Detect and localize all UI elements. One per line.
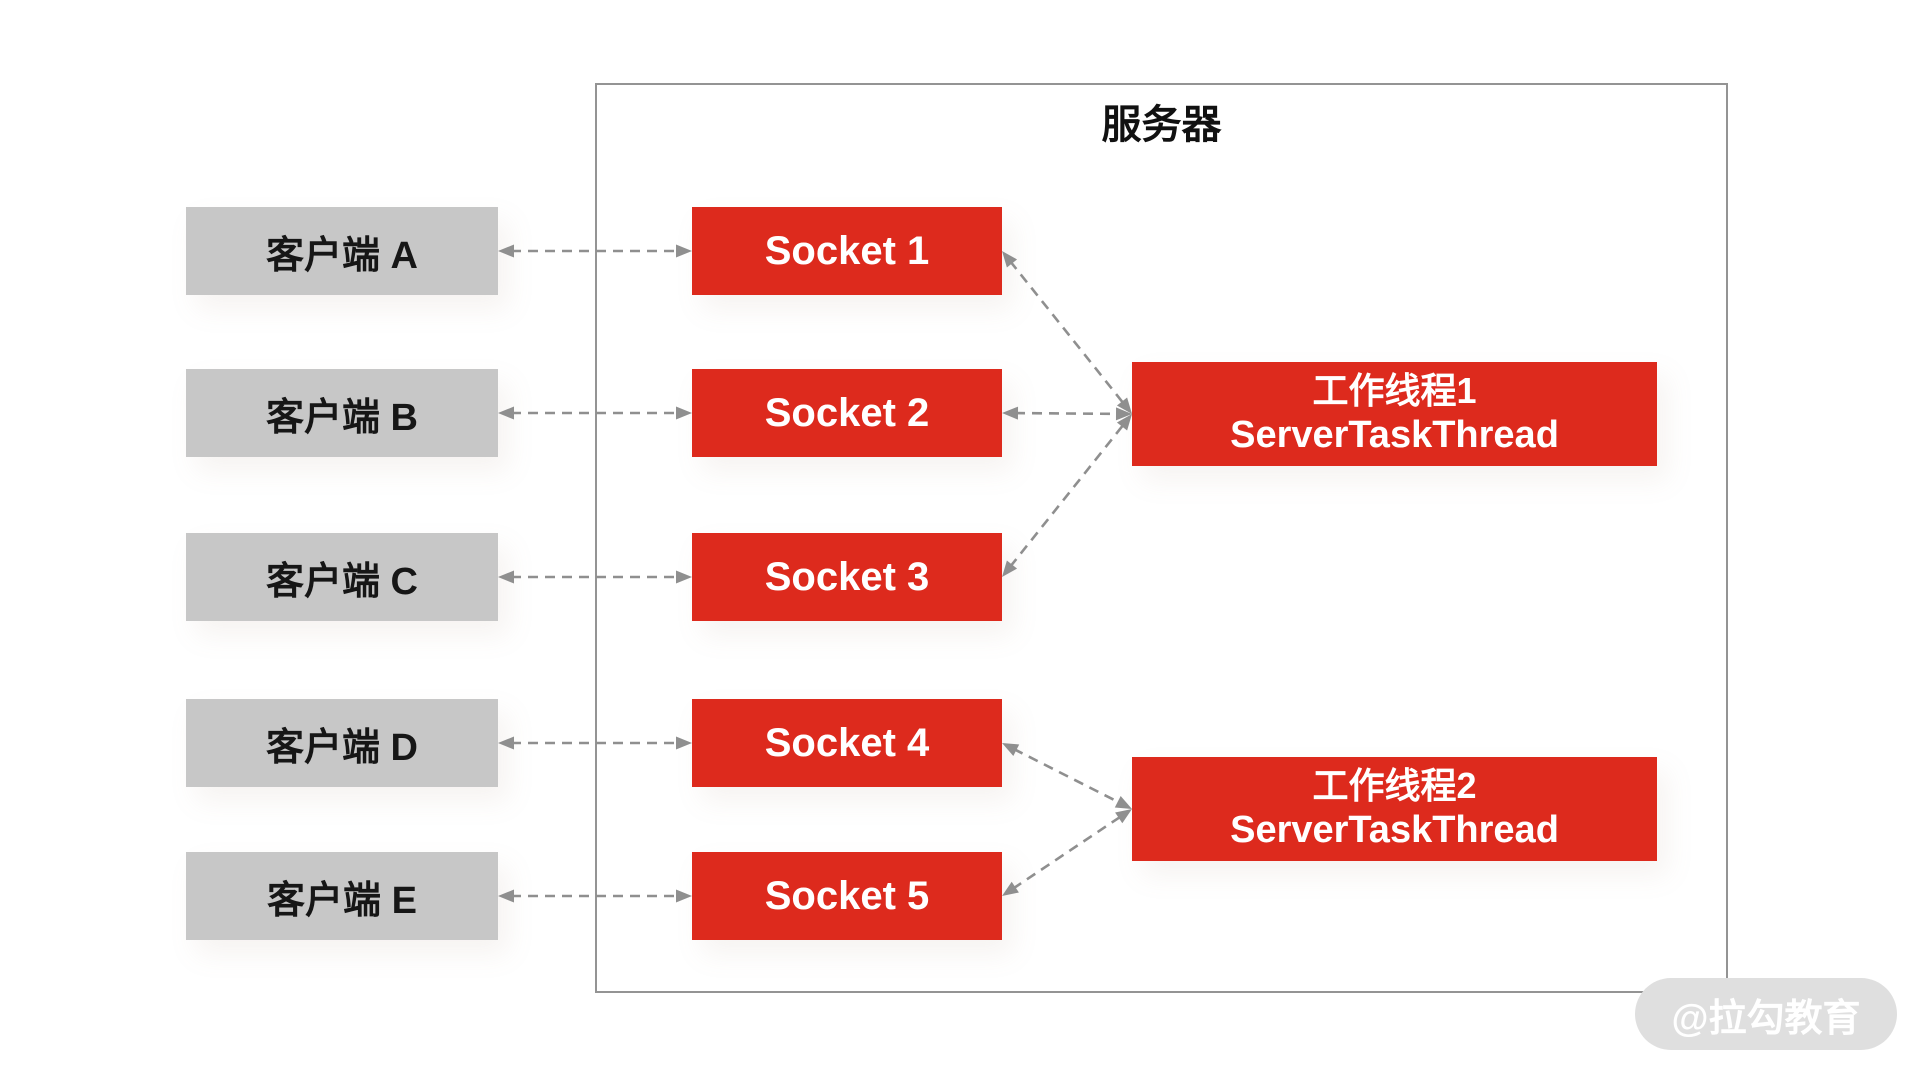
client-b-box: 客户端 B [186, 369, 498, 457]
socket-5-label: Socket 5 [764, 873, 930, 918]
client-d-label: 客户端 D [265, 726, 418, 769]
worker-thread-2-title: 工作线程2 [1312, 765, 1477, 807]
socket-1-box: Socket 1 [692, 207, 1002, 295]
socket-4-label: Socket 4 [764, 720, 930, 765]
socket-2-label: Socket 2 [764, 390, 930, 435]
socket-2-box: Socket 2 [692, 369, 1002, 457]
socket-4-box: Socket 4 [692, 699, 1002, 787]
server-boundary-box [595, 83, 1728, 993]
watermark-text: @拉勾教育 [1671, 997, 1861, 1040]
client-a-box: 客户端 A [186, 207, 498, 295]
watermark-badge: @拉勾教育 [1635, 978, 1897, 1050]
client-e-box: 客户端 E [186, 852, 498, 940]
socket-3-label: Socket 3 [764, 554, 930, 599]
client-a-label: 客户端 A [265, 234, 418, 277]
client-d-box: 客户端 D [186, 699, 498, 787]
worker-thread-2-subtitle: ServerTaskThread [1230, 808, 1559, 851]
worker-thread-2-box: 工作线程2 ServerTaskThread [1132, 757, 1657, 861]
client-b-label: 客户端 B [265, 396, 418, 439]
client-e-label: 客户端 E [267, 879, 417, 922]
worker-thread-1-box: 工作线程1 ServerTaskThread [1132, 362, 1657, 466]
client-c-box: 客户端 C [186, 533, 498, 621]
server-title: 服务器 [1101, 103, 1222, 147]
worker-thread-1-subtitle: ServerTaskThread [1230, 413, 1559, 456]
worker-thread-1-title: 工作线程1 [1312, 370, 1477, 412]
socket-3-box: Socket 3 [692, 533, 1002, 621]
socket-1-label: Socket 1 [764, 228, 930, 273]
client-c-label: 客户端 C [265, 560, 418, 603]
socket-5-box: Socket 5 [692, 852, 1002, 940]
